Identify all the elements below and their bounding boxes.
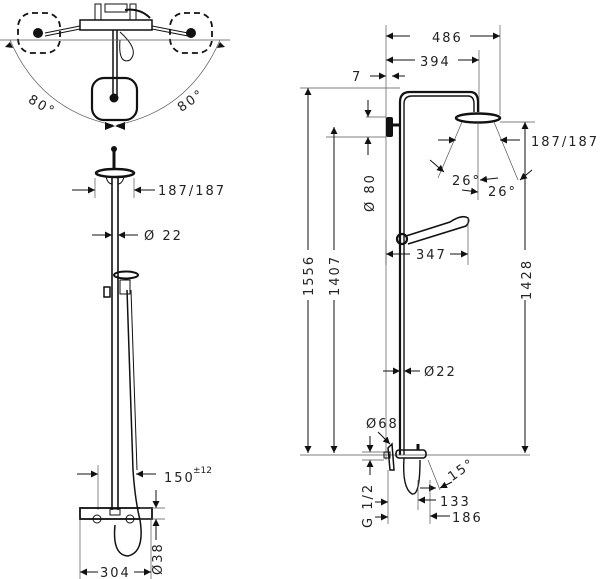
front-hose-offset-label: 150: [164, 471, 195, 486]
side-head-width-label: 187/187: [531, 135, 599, 150]
side-pipe-diameter-label: Ø22: [424, 365, 457, 380]
handshower-reach-label: 347: [416, 248, 447, 263]
front-mixer-width-label: 304: [100, 566, 131, 579]
height-bracket-label: 1407: [328, 255, 343, 296]
escutcheon-diameter-label: Ø68: [366, 417, 399, 432]
front-pipe-diameter-label: Ø 22: [144, 229, 183, 244]
side-width-total-label: 486: [432, 31, 463, 46]
side-wall-gap-label: 7: [352, 70, 362, 85]
front-view: 187/187 Ø 22 150 ±12 Ø38 304: [72, 150, 226, 579]
spout-angle-label: 15°: [446, 456, 478, 485]
side-bracket-diameter-label: Ø 80: [363, 173, 378, 212]
top-view: 80° 80°: [0, 3, 230, 152]
height-total-label: 1556: [302, 255, 317, 296]
angle-right-label: 80°: [175, 87, 207, 116]
front-head-width-label: 187/187: [158, 184, 226, 199]
side-view: 486 394 7 187/187 26° 26°: [300, 25, 599, 528]
spray-angle-1-label: 26°: [452, 174, 481, 189]
inlet-thread-label: G 1/2: [361, 483, 376, 528]
spout-reach-2-label: 186: [452, 511, 483, 526]
angle-left-label: 80°: [25, 92, 58, 120]
spray-angle-2-label: 26°: [488, 185, 517, 200]
side-width-arm-label: 394: [420, 55, 451, 70]
height-head-label: 1428: [520, 259, 535, 300]
front-mixer-diameter-label: Ø38: [151, 542, 166, 575]
spout-reach-1-label: 133: [440, 495, 471, 510]
front-hose-tolerance-label: ±12: [193, 466, 212, 476]
